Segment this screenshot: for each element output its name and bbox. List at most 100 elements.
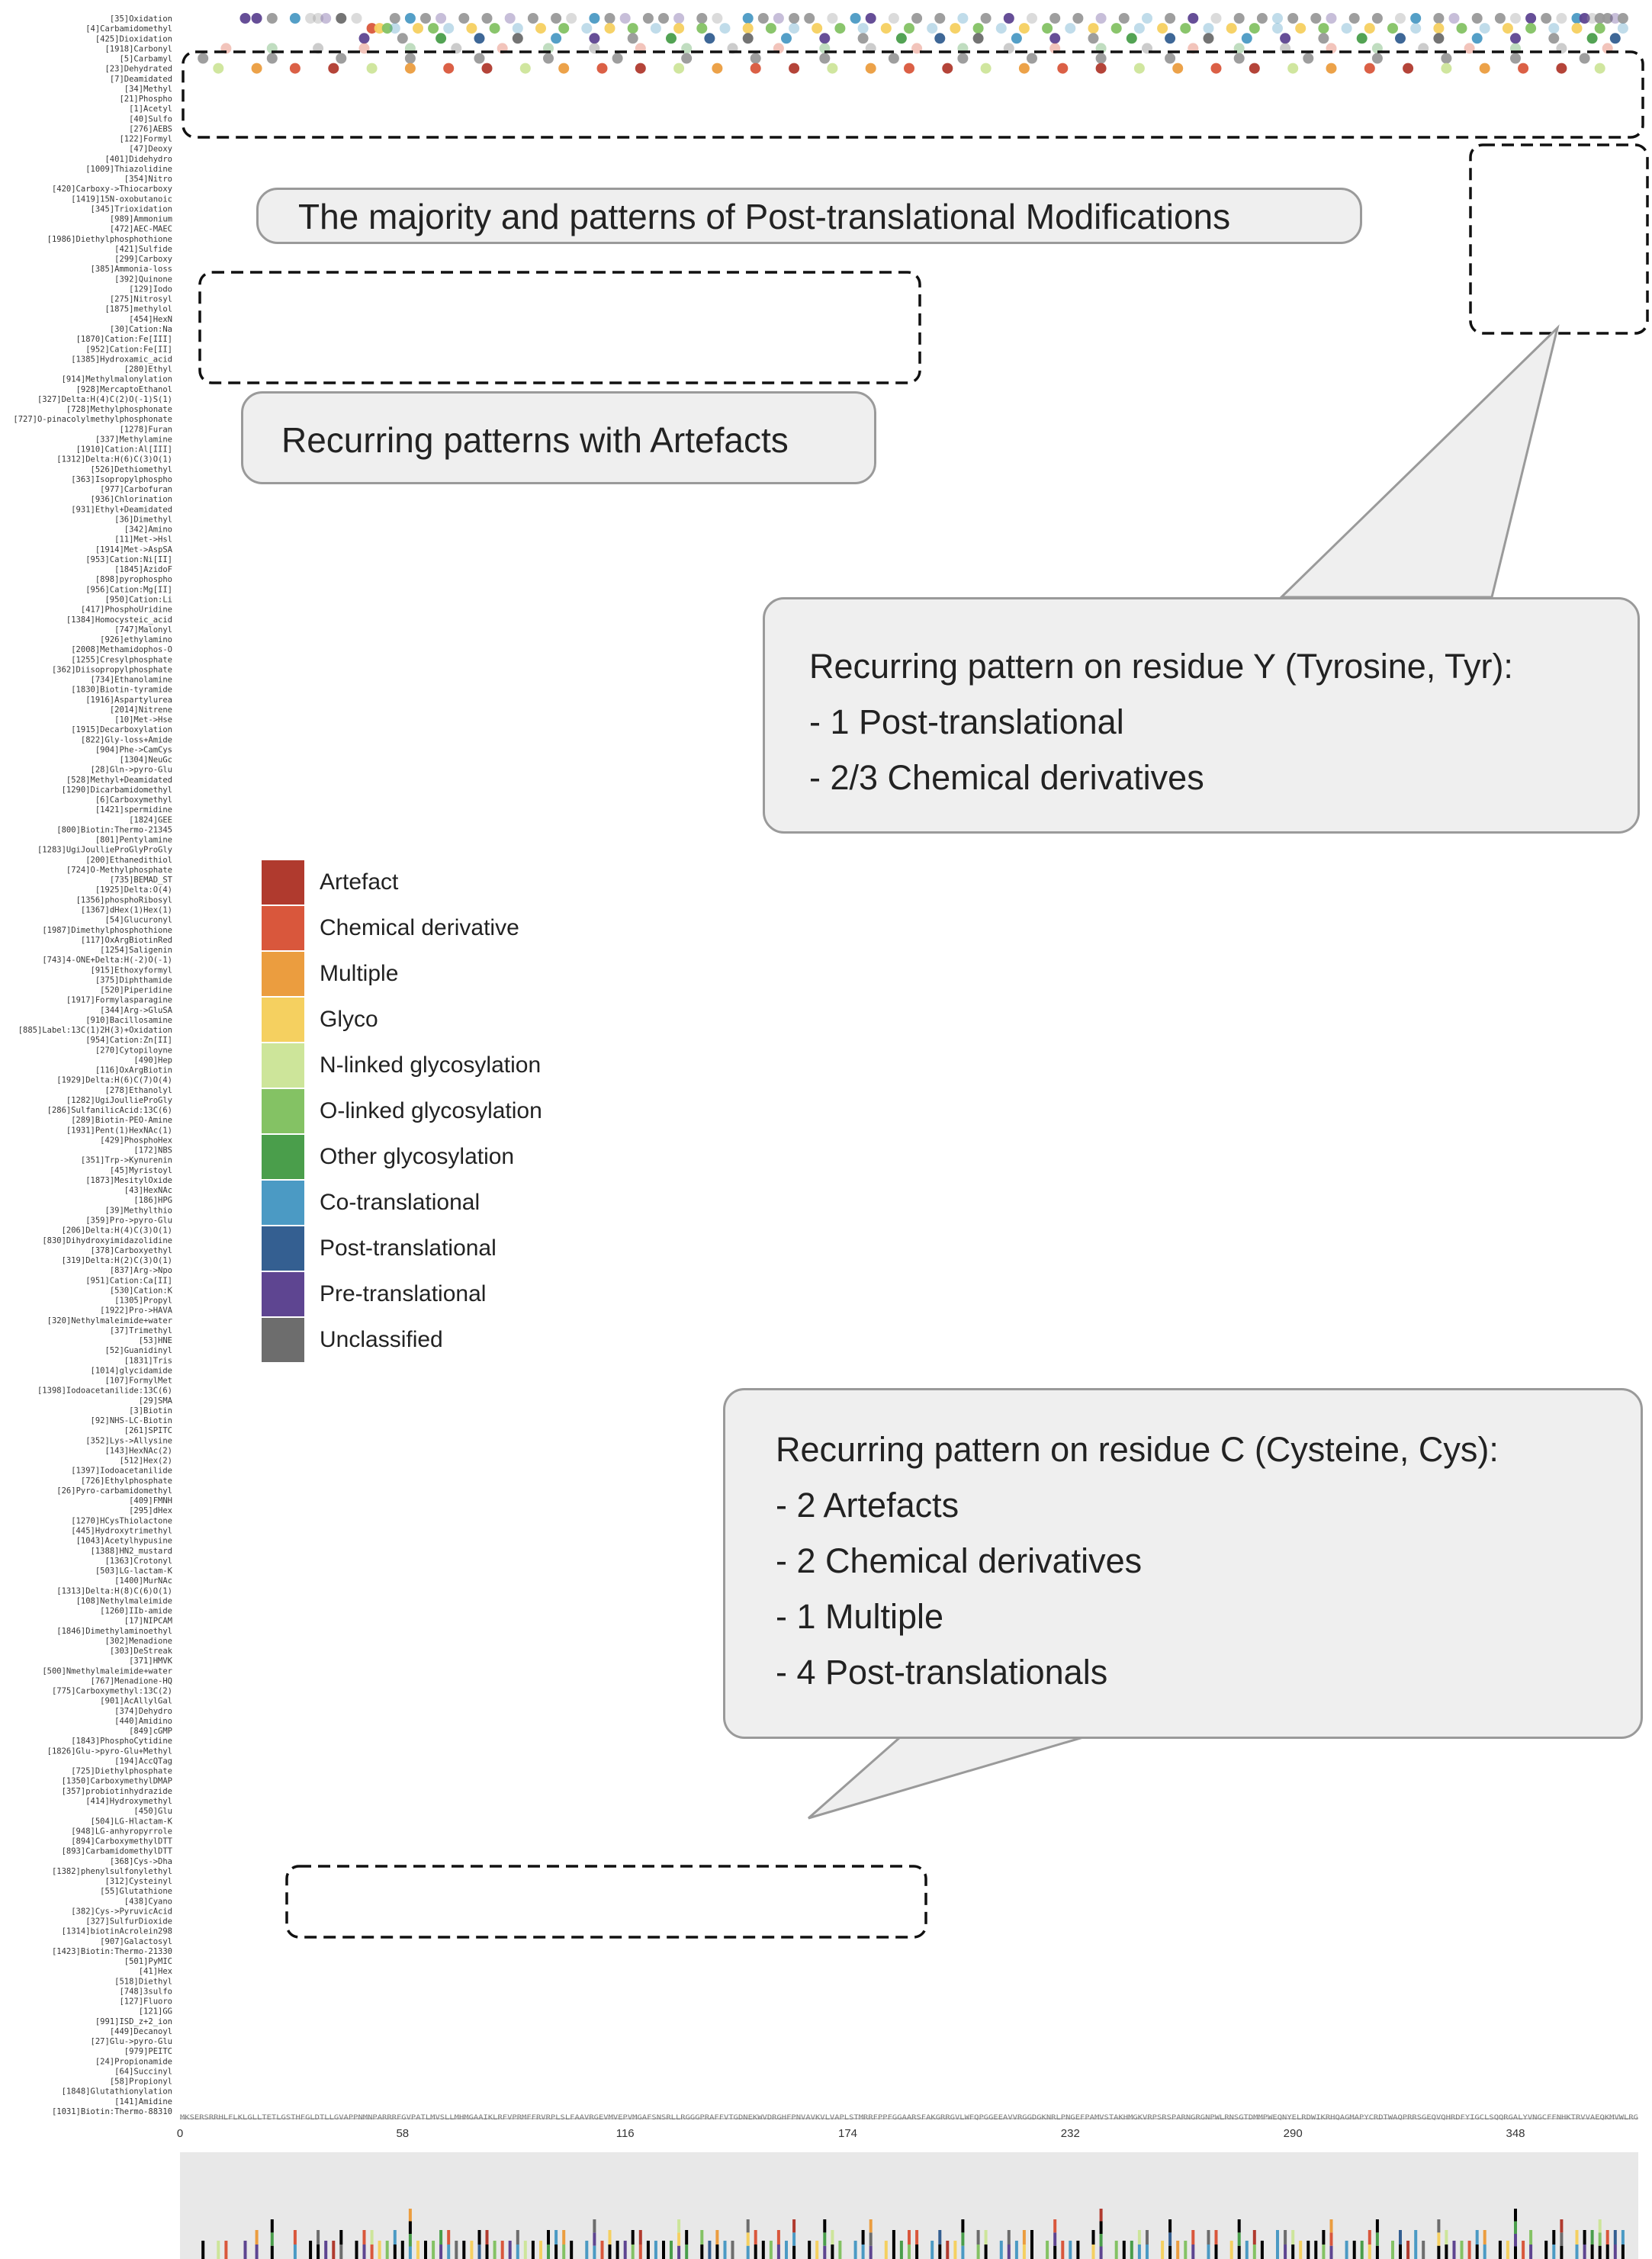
row-label: [904]Phe->CamCys bbox=[95, 745, 172, 754]
row-label: [512]Hex(2) bbox=[119, 1457, 172, 1466]
row-label: [371]HMVK bbox=[129, 1656, 173, 1666]
row-label: [800]Biotin:Thermo-21345 bbox=[56, 826, 172, 835]
overview-bar bbox=[1605, 2245, 1609, 2259]
overview-bar bbox=[1368, 2230, 1371, 2245]
data-point bbox=[1586, 13, 1598, 24]
legend-label: Unclassified bbox=[320, 1327, 443, 1352]
row-label: [445]Hydroxytrimethyl bbox=[71, 1527, 172, 1536]
row-label: [17]NIPCAM bbox=[124, 1617, 172, 1626]
overview-bar bbox=[447, 2230, 451, 2245]
data-point bbox=[389, 23, 400, 34]
overview-bar bbox=[677, 2232, 681, 2246]
row-label: [320]Nethylmaleimide+water bbox=[47, 1316, 172, 1326]
data-point bbox=[1502, 23, 1513, 34]
data-point bbox=[1525, 23, 1537, 34]
row-label: [727]O-pinacolylmethylphosphonate bbox=[13, 415, 172, 424]
overview-bar bbox=[1214, 2230, 1218, 2245]
overview-bar bbox=[615, 2241, 619, 2259]
data-point bbox=[589, 33, 600, 44]
data-point bbox=[566, 13, 577, 24]
data-point bbox=[742, 23, 754, 34]
overview-bar bbox=[500, 2241, 504, 2259]
data-point bbox=[819, 53, 831, 64]
row-label: [725]Diethylphosphate bbox=[71, 1767, 172, 1776]
data-point bbox=[750, 63, 761, 74]
data-point bbox=[1471, 13, 1483, 24]
legend-label: Glyco bbox=[320, 1007, 378, 1032]
callout-artefacts: Recurring patterns with Artefacts bbox=[241, 391, 876, 484]
row-label: [914]Methylmalonylation bbox=[62, 375, 172, 384]
row-label: [337]Methylamine bbox=[95, 435, 172, 444]
overview-bar bbox=[1207, 2245, 1210, 2259]
overview-bar bbox=[1445, 2245, 1448, 2259]
legend-item: Chemical derivative bbox=[262, 905, 582, 951]
row-label: [928]MercaptoEthanol bbox=[76, 385, 172, 394]
overview-bar bbox=[1276, 2245, 1279, 2259]
row-label: [417]PhosphoUridine bbox=[81, 606, 172, 615]
overview-bar bbox=[761, 2241, 765, 2259]
row-label: [275]Nitrosyl bbox=[110, 295, 172, 304]
overview-bar bbox=[938, 2230, 942, 2245]
row-label: [172]NBS bbox=[133, 1146, 172, 1155]
row-label: [472]AEC-MAEC bbox=[110, 225, 172, 234]
overview-bar bbox=[1483, 2230, 1486, 2245]
overview-bar bbox=[1560, 2232, 1564, 2246]
data-point bbox=[1310, 13, 1322, 24]
overview-bar bbox=[1099, 2234, 1103, 2247]
overview-bar-chart[interactable] bbox=[180, 2152, 1638, 2259]
overview-bar bbox=[1329, 2232, 1333, 2246]
overview-bar bbox=[792, 2232, 796, 2246]
data-point bbox=[1471, 33, 1483, 44]
overview-bar bbox=[393, 2230, 397, 2245]
overview-bar bbox=[700, 2245, 704, 2259]
data-point bbox=[895, 33, 907, 44]
row-label: [36]Dimethyl bbox=[114, 516, 172, 525]
overview-bar bbox=[1375, 2232, 1379, 2246]
callout-tail bbox=[808, 1736, 1084, 1820]
row-label: [206]Delta:H(4)C(3)O(1) bbox=[62, 1226, 172, 1236]
row-label: [414]Hydroxymethyl bbox=[85, 1797, 172, 1806]
overview-bar bbox=[1276, 2230, 1279, 2245]
overview-bar bbox=[638, 2245, 642, 2259]
overview-bar bbox=[999, 2241, 1003, 2259]
data-point bbox=[934, 13, 946, 24]
highlight-box bbox=[182, 50, 1644, 139]
row-label: [378]Carboxyethyl bbox=[91, 1246, 172, 1255]
overview-bar bbox=[961, 2219, 965, 2233]
row-label: [401]Didehydro bbox=[104, 155, 172, 164]
row-label: [520]Piperidine bbox=[100, 986, 172, 995]
row-label: [743]4-ONE+Delta:H(-2)O(-1) bbox=[42, 956, 172, 965]
overview-bar bbox=[1598, 2245, 1602, 2259]
legend-item: Multiple bbox=[262, 951, 582, 997]
overview-bar bbox=[1583, 2245, 1586, 2259]
callout-ptm: The majority and patterns of Post-transl… bbox=[256, 188, 1362, 244]
data-point bbox=[1433, 13, 1445, 24]
overview-bar bbox=[908, 2245, 911, 2259]
data-point bbox=[366, 23, 378, 34]
data-point bbox=[558, 63, 570, 74]
overview-bar bbox=[1352, 2241, 1356, 2259]
overview-bar bbox=[976, 2245, 980, 2259]
overview-bar bbox=[1483, 2245, 1486, 2259]
row-label: [801]Pentylamine bbox=[95, 836, 172, 845]
overview-bar bbox=[677, 2219, 681, 2233]
overview-bar bbox=[439, 2245, 443, 2259]
overview-bar bbox=[1598, 2232, 1602, 2246]
legend-item: N-linked glycosylation bbox=[262, 1043, 582, 1088]
row-label: [837]Arg->Npo bbox=[110, 1266, 172, 1275]
data-point bbox=[1157, 23, 1168, 34]
row-label: [1356]phosphoRibosyl bbox=[76, 895, 172, 905]
data-point bbox=[1433, 33, 1445, 44]
row-label: [734]Ethanolamine bbox=[91, 676, 172, 685]
overview-bar bbox=[293, 2245, 297, 2259]
overview-bar bbox=[1514, 2221, 1517, 2234]
overview-bar bbox=[593, 2245, 596, 2259]
row-label: [362]Diisopropylphosphate bbox=[52, 665, 172, 674]
data-point bbox=[1049, 33, 1061, 44]
overview-bar bbox=[416, 2241, 419, 2259]
data-point bbox=[1341, 23, 1352, 34]
row-label: [1260]IIb-amide bbox=[100, 1607, 172, 1616]
data-point bbox=[888, 13, 899, 24]
row-label: [280]Ethyl bbox=[124, 365, 172, 374]
overview-bar bbox=[1291, 2230, 1295, 2245]
